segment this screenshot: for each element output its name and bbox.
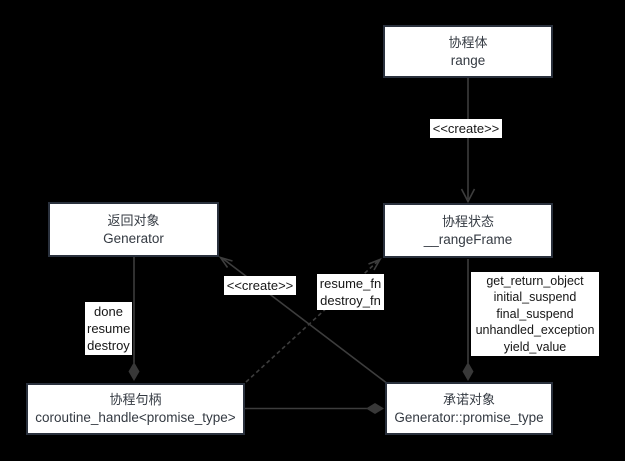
edge-label-handle-ops-line: destroy xyxy=(87,338,130,353)
arrowhead-body-to-state xyxy=(460,188,476,204)
diamond-promise-left xyxy=(366,403,384,414)
edge-label-promise-methods-line: get_return_object xyxy=(486,274,584,288)
diamond-handle xyxy=(128,362,140,381)
node-promise-object: 承诺对象 Generator::promise_type xyxy=(385,382,553,435)
node-coroutine-body: 协程体 range xyxy=(383,25,553,78)
node-coroutine-state-title: 协程状态 xyxy=(441,213,494,229)
diamond-promise-top xyxy=(462,362,474,381)
arrowhead-promise-to-return xyxy=(218,256,233,268)
edge-label-frame-fns-line: resume_fn xyxy=(319,276,382,291)
node-promise-object-title: 承诺对象 xyxy=(442,391,495,407)
node-coroutine-body-subtitle: range xyxy=(450,52,486,68)
edge-label-handle-ops-line: resume xyxy=(87,321,131,336)
node-return-object: 返回对象 Generator xyxy=(48,202,219,257)
edge-label-create-top: <<create>> xyxy=(430,119,502,138)
node-coroutine-handle-subtitle: coroutine_handle<promise_type> xyxy=(35,410,236,425)
node-coroutine-state-subtitle: __rangeFrame xyxy=(423,231,513,247)
edge-label-promise-methods-line: unhandled_exception xyxy=(475,323,595,338)
node-coroutine-handle-title: 协程句柄 xyxy=(109,392,162,407)
edge-label-create-diagonal: <<create>> xyxy=(224,276,296,295)
arrowhead-handle-to-state xyxy=(368,257,382,271)
edge-label-handle-ops-line: done xyxy=(94,304,123,319)
node-coroutine-handle: 协程句柄 coroutine_handle<promise_type> xyxy=(26,383,245,435)
node-coroutine-state: 协程状态 __rangeFrame xyxy=(383,203,553,258)
edge-label-promise-methods-line: initial_suspend xyxy=(493,290,577,305)
node-return-object-subtitle: Generator xyxy=(103,230,164,246)
edge-label-frame-fns-line: destroy_fn xyxy=(320,293,381,308)
node-promise-object-subtitle: Generator::promise_type xyxy=(394,409,544,425)
edge-label-frame-fns: resume_fn destroy_fn xyxy=(317,274,384,310)
node-coroutine-body-title: 协程体 xyxy=(448,34,488,50)
edge-label-promise-methods-line: final_suspend xyxy=(496,306,574,321)
edge-label-promise-methods-line: yield_value xyxy=(503,339,567,354)
edge-label-promise-methods: get_return_object initial_suspend final_… xyxy=(471,272,599,357)
edge-label-handle-ops: done resume destroy xyxy=(85,302,132,355)
node-return-object-title: 返回对象 xyxy=(107,212,160,228)
